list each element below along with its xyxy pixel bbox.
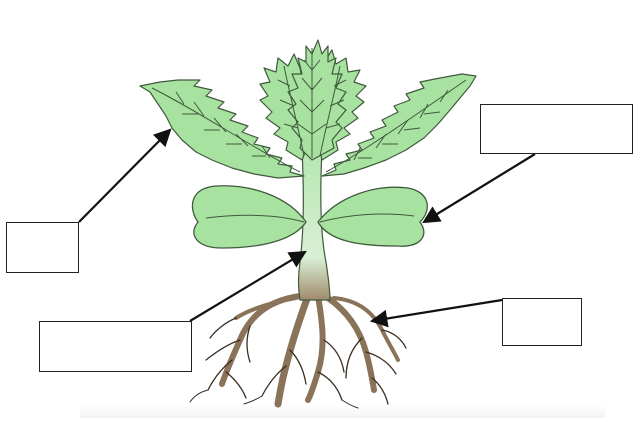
label-box-stem[interactable] bbox=[39, 321, 192, 372]
leaf-veins bbox=[151, 48, 467, 173]
label-box-seed-leaf[interactable] bbox=[480, 104, 633, 154]
arrow-to-seed-leaf bbox=[422, 153, 536, 224]
label-box-root[interactable] bbox=[502, 298, 582, 346]
ground-shadow bbox=[80, 404, 605, 418]
pointer-arrows bbox=[78, 128, 536, 328]
label-box-leaf[interactable] bbox=[6, 222, 79, 273]
arrow-to-leaf bbox=[78, 128, 172, 223]
arrow-to-root bbox=[369, 298, 503, 328]
seed-leaves bbox=[191, 185, 428, 249]
arrow-to-stem bbox=[189, 250, 307, 322]
upper-leaves bbox=[139, 39, 477, 179]
root-system bbox=[189, 292, 407, 409]
